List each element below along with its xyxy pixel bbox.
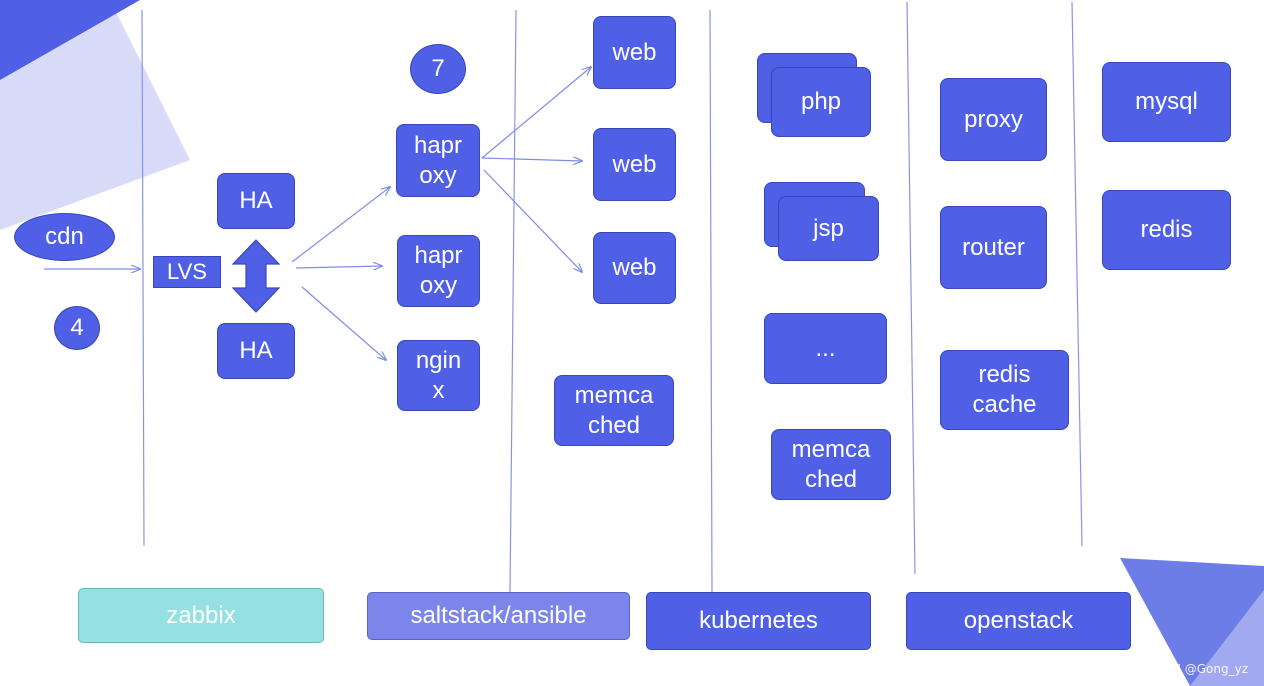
layer-4-badge: 4 [54, 306, 100, 350]
zabbix-bar: zabbix [78, 588, 324, 643]
haproxy-node-1: hapr oxy [396, 124, 480, 197]
web-node-3: web [593, 232, 676, 304]
proxy-node: proxy [940, 78, 1047, 161]
redis-node: redis [1102, 190, 1231, 270]
php-node: php [771, 67, 871, 137]
redis-cache-node: redis cache [940, 350, 1069, 430]
watermark: CSDN @Gong_yz [1146, 662, 1248, 676]
haproxy-node-2: hapr oxy [397, 235, 480, 307]
ha-node-bottom: HA [217, 323, 295, 379]
divider-4 [906, 1, 916, 575]
decor-triangle-br-light [1190, 590, 1264, 686]
nginx-node: ngin x [397, 340, 480, 411]
divider-5 [1071, 1, 1083, 547]
router-node: router [940, 206, 1047, 289]
arrow-lvs-nginx [301, 286, 386, 360]
divider-3 [709, 9, 713, 593]
memcached-node-2: memca ched [771, 429, 891, 500]
web-node-1: web [593, 16, 676, 89]
memcached-node-1: memca ched [554, 375, 674, 446]
ellipsis-node: ... [764, 313, 887, 384]
arrow-lvs-haproxy2 [295, 266, 382, 268]
arrow-haproxy-web2 [481, 158, 582, 161]
lvs-node: LVS [153, 256, 221, 288]
divider-1 [141, 9, 145, 547]
arrow-haproxy-web1 [481, 67, 591, 159]
arrow-haproxy-web3 [483, 169, 582, 272]
jsp-node: jsp [778, 196, 879, 261]
openstack-bar: openstack [906, 592, 1131, 650]
decor-triangle-dark [0, 0, 140, 80]
ha-node-top: HA [217, 173, 295, 229]
cdn-node: cdn [14, 213, 115, 261]
mysql-node: mysql [1102, 62, 1231, 142]
layer-7-badge: 7 [410, 44, 466, 94]
arrow-lvs-haproxy1 [291, 187, 390, 263]
divider-2 [509, 9, 517, 593]
kubernetes-bar: kubernetes [646, 592, 871, 650]
ha-double-arrow-icon [231, 239, 281, 313]
web-node-2: web [593, 128, 676, 201]
saltstack-ansible-bar: saltstack/ansible [367, 592, 630, 640]
